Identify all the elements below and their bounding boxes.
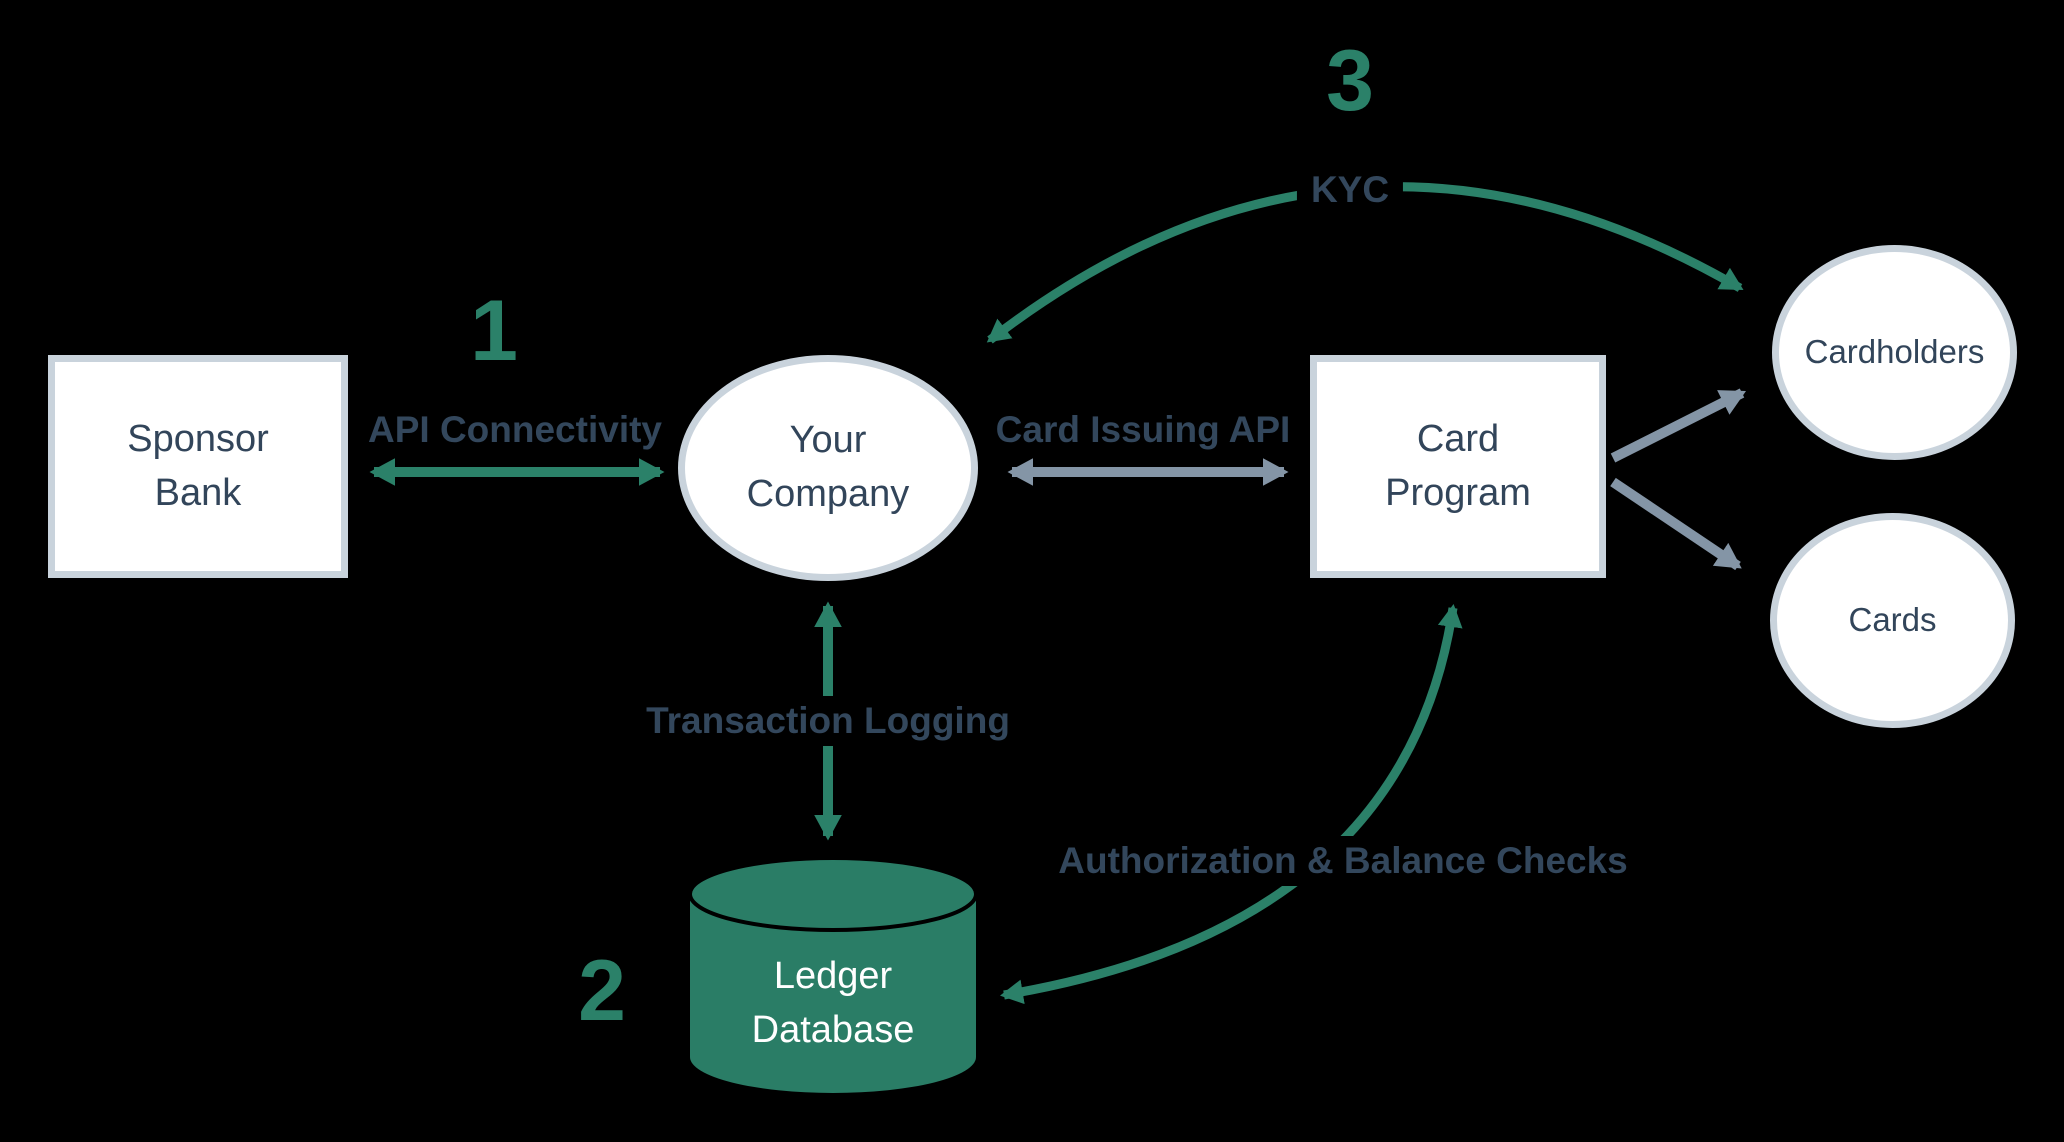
transaction-logging-label: Transaction Logging (632, 696, 1024, 746)
step-number-1: 1 (470, 283, 518, 379)
ledger-database-label: Ledger Database (751, 955, 915, 1051)
program-to-cards-arrow (1610, 477, 1742, 571)
card-program-node: Card Program (1310, 355, 1606, 578)
card-issuing-api-label: Card Issuing API (995, 409, 1291, 450)
your-company-node: Your Company (678, 355, 978, 581)
sponsor-bank-node: Sponsor Bank (48, 355, 348, 578)
step-number-2: 2 (578, 943, 626, 1039)
authorization-balance-checks-label: Authorization & Balance Checks (1044, 836, 1642, 886)
program-to-cardholders-arrow (1610, 388, 1747, 463)
api-connectivity-label: API Connectivity (368, 409, 662, 450)
cards-label: Cards (1848, 601, 1937, 639)
your-company-label: Your Company (746, 419, 910, 515)
kyc-label: KYC (1296, 165, 1404, 215)
step-number-3: 3 (1326, 33, 1374, 129)
card-program-label: Card Program (1385, 417, 1531, 514)
cards-node: Cards (1770, 513, 2015, 728)
cardholders-label: Cardholders (1804, 333, 1985, 371)
ledger-database-node (688, 856, 978, 1093)
ledger-cylinder-top (688, 856, 978, 932)
ledger-cylinder-body (690, 894, 976, 1093)
sponsor-bank-label: Sponsor Bank (127, 417, 269, 514)
authorization-balance-checks-arrow (1000, 603, 1463, 1005)
cardholders-node: Cardholders (1772, 245, 2017, 460)
